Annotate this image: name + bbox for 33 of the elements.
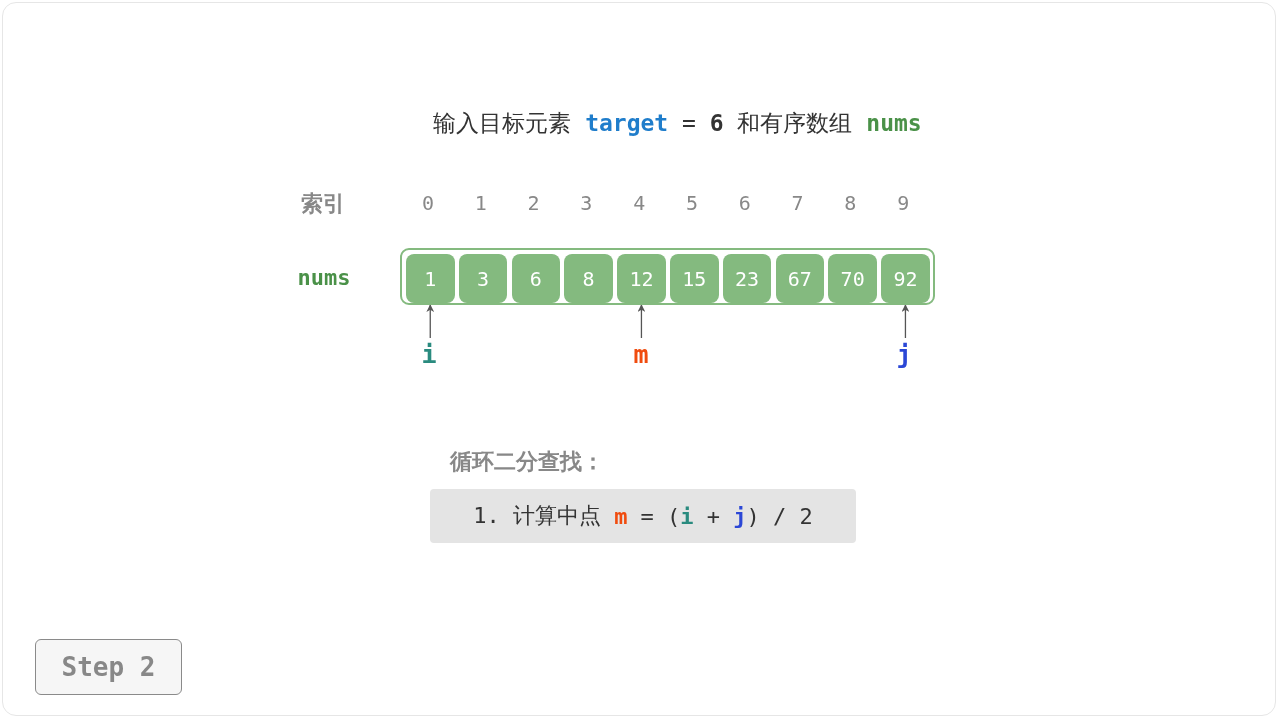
array-cell: 23 bbox=[722, 254, 772, 303]
index-label: 5 bbox=[684, 190, 699, 217]
array-cell: 6 bbox=[511, 254, 561, 303]
index-label: 0 bbox=[420, 190, 435, 217]
arrow bbox=[901, 304, 910, 339]
index-label: 1 bbox=[473, 190, 488, 217]
array-cell: 15 bbox=[670, 254, 719, 303]
pointer-label: j bbox=[889, 338, 919, 370]
pointer-label: i bbox=[414, 338, 444, 370]
array-cell: 12 bbox=[617, 254, 666, 303]
index-label: 7 bbox=[790, 190, 805, 217]
step-heading: 循环二分查找： bbox=[450, 448, 604, 476]
step-box: 1. 计算中点 m = (i + j) / 2 bbox=[430, 489, 856, 543]
array-cell: 8 bbox=[564, 254, 613, 303]
array-cell: 1 bbox=[406, 254, 455, 303]
title: 输入目标元素 target = 6 和有序数组 nums bbox=[432, 109, 923, 138]
index-label: 9 bbox=[896, 190, 911, 217]
index-label: 2 bbox=[526, 190, 541, 217]
row-label: nums bbox=[296, 263, 352, 292]
array-cell: 67 bbox=[775, 254, 825, 303]
pointer-label: m bbox=[626, 338, 656, 370]
array-cell: 70 bbox=[828, 254, 877, 303]
row-label: 索引 bbox=[300, 190, 346, 218]
index-label: 8 bbox=[843, 190, 858, 217]
arrow bbox=[637, 304, 646, 339]
index-label: 3 bbox=[579, 190, 594, 217]
array-cell: 92 bbox=[881, 254, 930, 303]
array-container bbox=[400, 248, 935, 305]
step-button: Step 2 bbox=[35, 639, 182, 695]
index-label: 6 bbox=[737, 190, 752, 217]
array-cell: 3 bbox=[458, 254, 508, 303]
arrow bbox=[426, 304, 435, 339]
index-label: 4 bbox=[632, 190, 647, 217]
